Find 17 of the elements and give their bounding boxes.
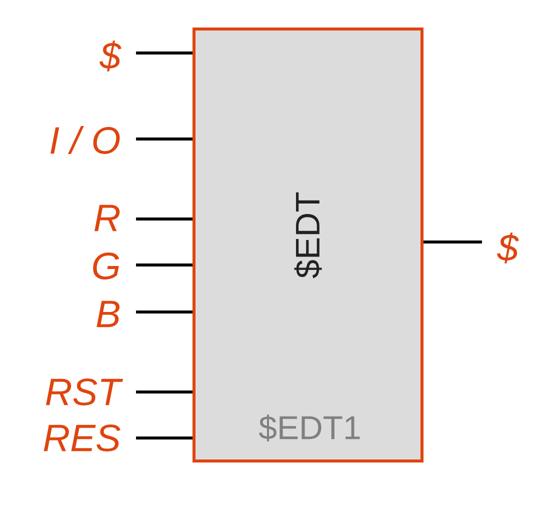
pin-label: B bbox=[96, 300, 120, 328]
pin-label: RST bbox=[46, 378, 124, 406]
pin-label: I / O bbox=[50, 126, 120, 154]
pin-label: R bbox=[94, 204, 120, 232]
pin-label: $ bbox=[496, 232, 519, 264]
pin-line bbox=[424, 240, 482, 244]
pin-line bbox=[136, 310, 192, 314]
pin-line bbox=[136, 218, 192, 220]
pin-label: G bbox=[93, 252, 120, 280]
pin-line bbox=[136, 390, 192, 394]
pin-line bbox=[136, 52, 192, 54]
pin-label: $ bbox=[99, 40, 122, 72]
pin-label: RES bbox=[44, 424, 120, 452]
component-box: $EDT $EDT1 bbox=[192, 28, 424, 462]
pin-line bbox=[136, 264, 192, 266]
pin-line bbox=[136, 138, 192, 140]
pin-line bbox=[136, 436, 192, 440]
